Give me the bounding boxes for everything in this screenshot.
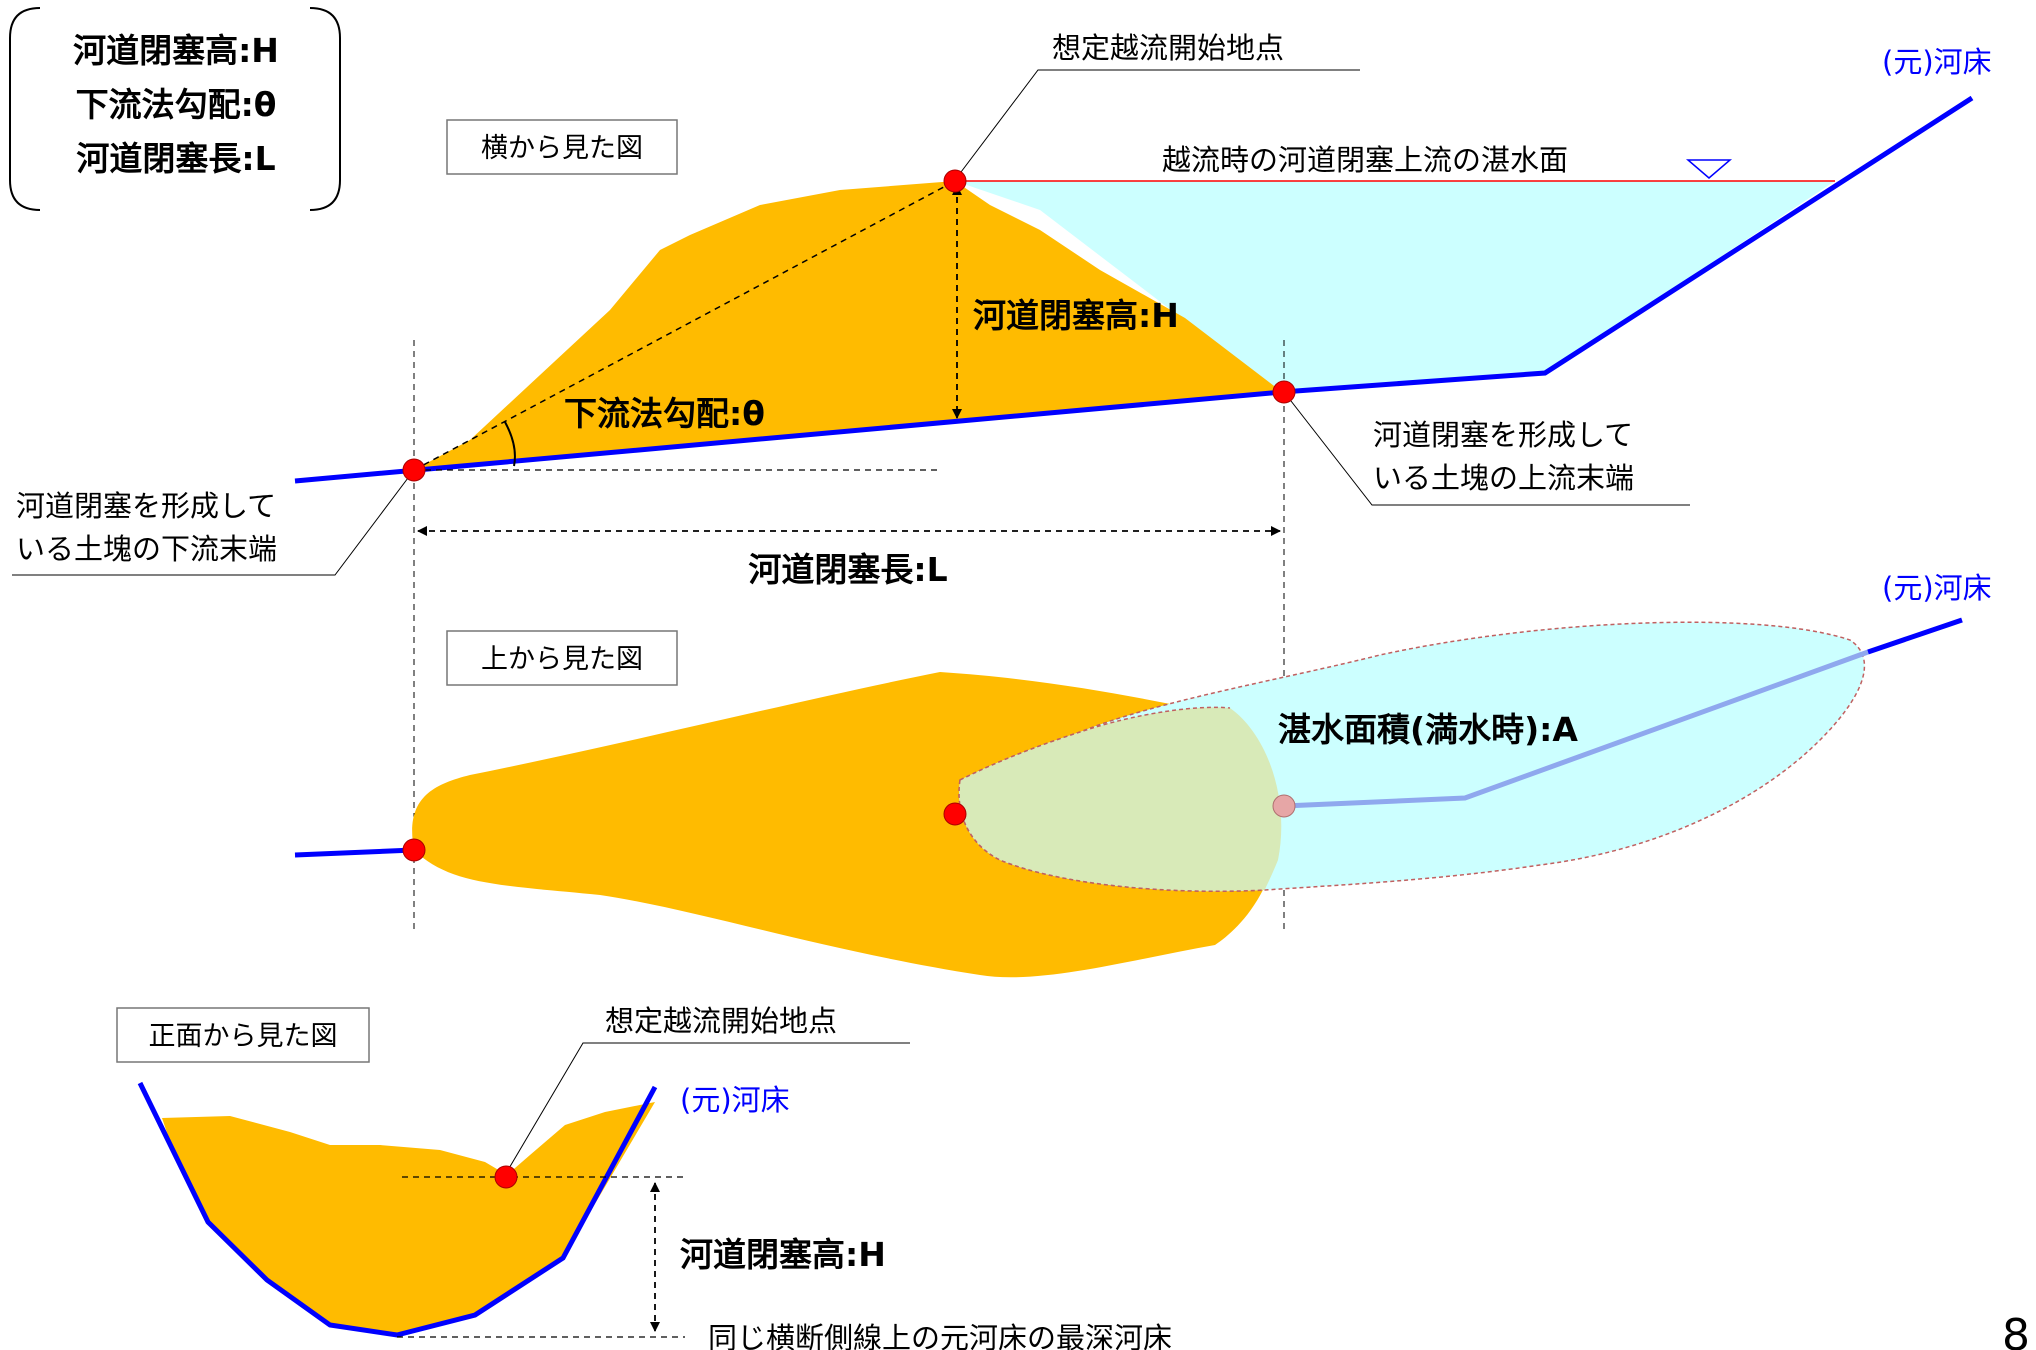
front-original-bed-label: (元)河床 [680,1083,790,1117]
downstream-end-label-2: いる土塊の下流末端 [16,532,277,566]
side-overflow-label: 想定越流開始地点 [1052,31,1284,65]
water-surface-label: 越流時の河道閉塞上流の湛水面 [1162,143,1568,177]
downstream-end-label-1: 河道閉塞を形成して [16,489,276,523]
front-overflow-point [494,1165,518,1189]
length-label: 河道閉塞長:L [748,550,947,589]
water-level-symbol [1685,159,1733,179]
pond-area-label: 湛水面積(満水時):A [1278,710,1578,749]
top-riverbed-downstream [294,847,415,858]
front-riverbed [137,1081,658,1338]
slope-angle-arc [504,421,516,467]
front-overflow-label: 想定越流開始地点 [605,1004,837,1038]
front-height-label: 河道閉塞高:H [680,1235,886,1274]
top-view: 上から見た図 (元)河床 湛水面積(満水時):A [294,571,1992,978]
top-downstream-point [402,838,426,862]
legend-length: 河道閉塞長:L [76,139,275,178]
top-overflow-point [943,802,967,826]
upstream-end-point [1272,380,1296,404]
upstream-end-label-1: 河道閉塞を形成して [1373,418,1633,452]
top-overlap [959,707,1282,892]
side-water [955,181,1835,392]
side-view-title: 横から見た図 [481,133,643,164]
deepest-bed-label: 同じ横断側線上の元河床の最深河床 [708,1321,1172,1350]
top-original-bed-label: (元)河床 [1882,571,1992,605]
top-riverbed-under-water [1283,649,1869,809]
front-view-title: 正面から見た図 [149,1021,338,1052]
side-riverbed [294,95,1974,484]
side-view-box [446,119,678,175]
front-view: 正面から見た図 (元)河床 河道閉塞高:H 同じ横断側線上の元河床の最深河床 想… [116,1004,1172,1350]
top-view-box [446,630,678,686]
downstream-end-point [402,458,426,482]
top-view-title: 上から見た図 [481,644,643,675]
side-height-label: 河道閉塞高:H [973,296,1179,335]
upstream-end-label-2: いる土塊の上流末端 [1373,461,1634,495]
top-riverbed-upstream [1867,617,1963,655]
side-soil [414,181,1282,470]
side-slope-label: 下流法勾配:θ [564,394,765,433]
page-number: 8 [2002,1310,2030,1350]
slope-line [413,180,956,471]
legend-slope: 下流法勾配:θ [76,85,277,124]
top-upstream-point [1272,794,1296,818]
legend-height: 河道閉塞高:H [73,31,279,70]
side-original-bed-label: (元)河床 [1882,45,1992,79]
side-view: 横から見た図 越流時の河道閉塞上流の湛水面 (元)河床 下流法勾配:θ 河道閉塞… [12,31,1992,930]
overflow-point [943,169,967,193]
legend-box: 河道閉塞高:H 下流法勾配:θ 河道閉塞長:L [9,7,341,211]
front-view-box [116,1007,370,1063]
front-soil [162,1102,655,1335]
